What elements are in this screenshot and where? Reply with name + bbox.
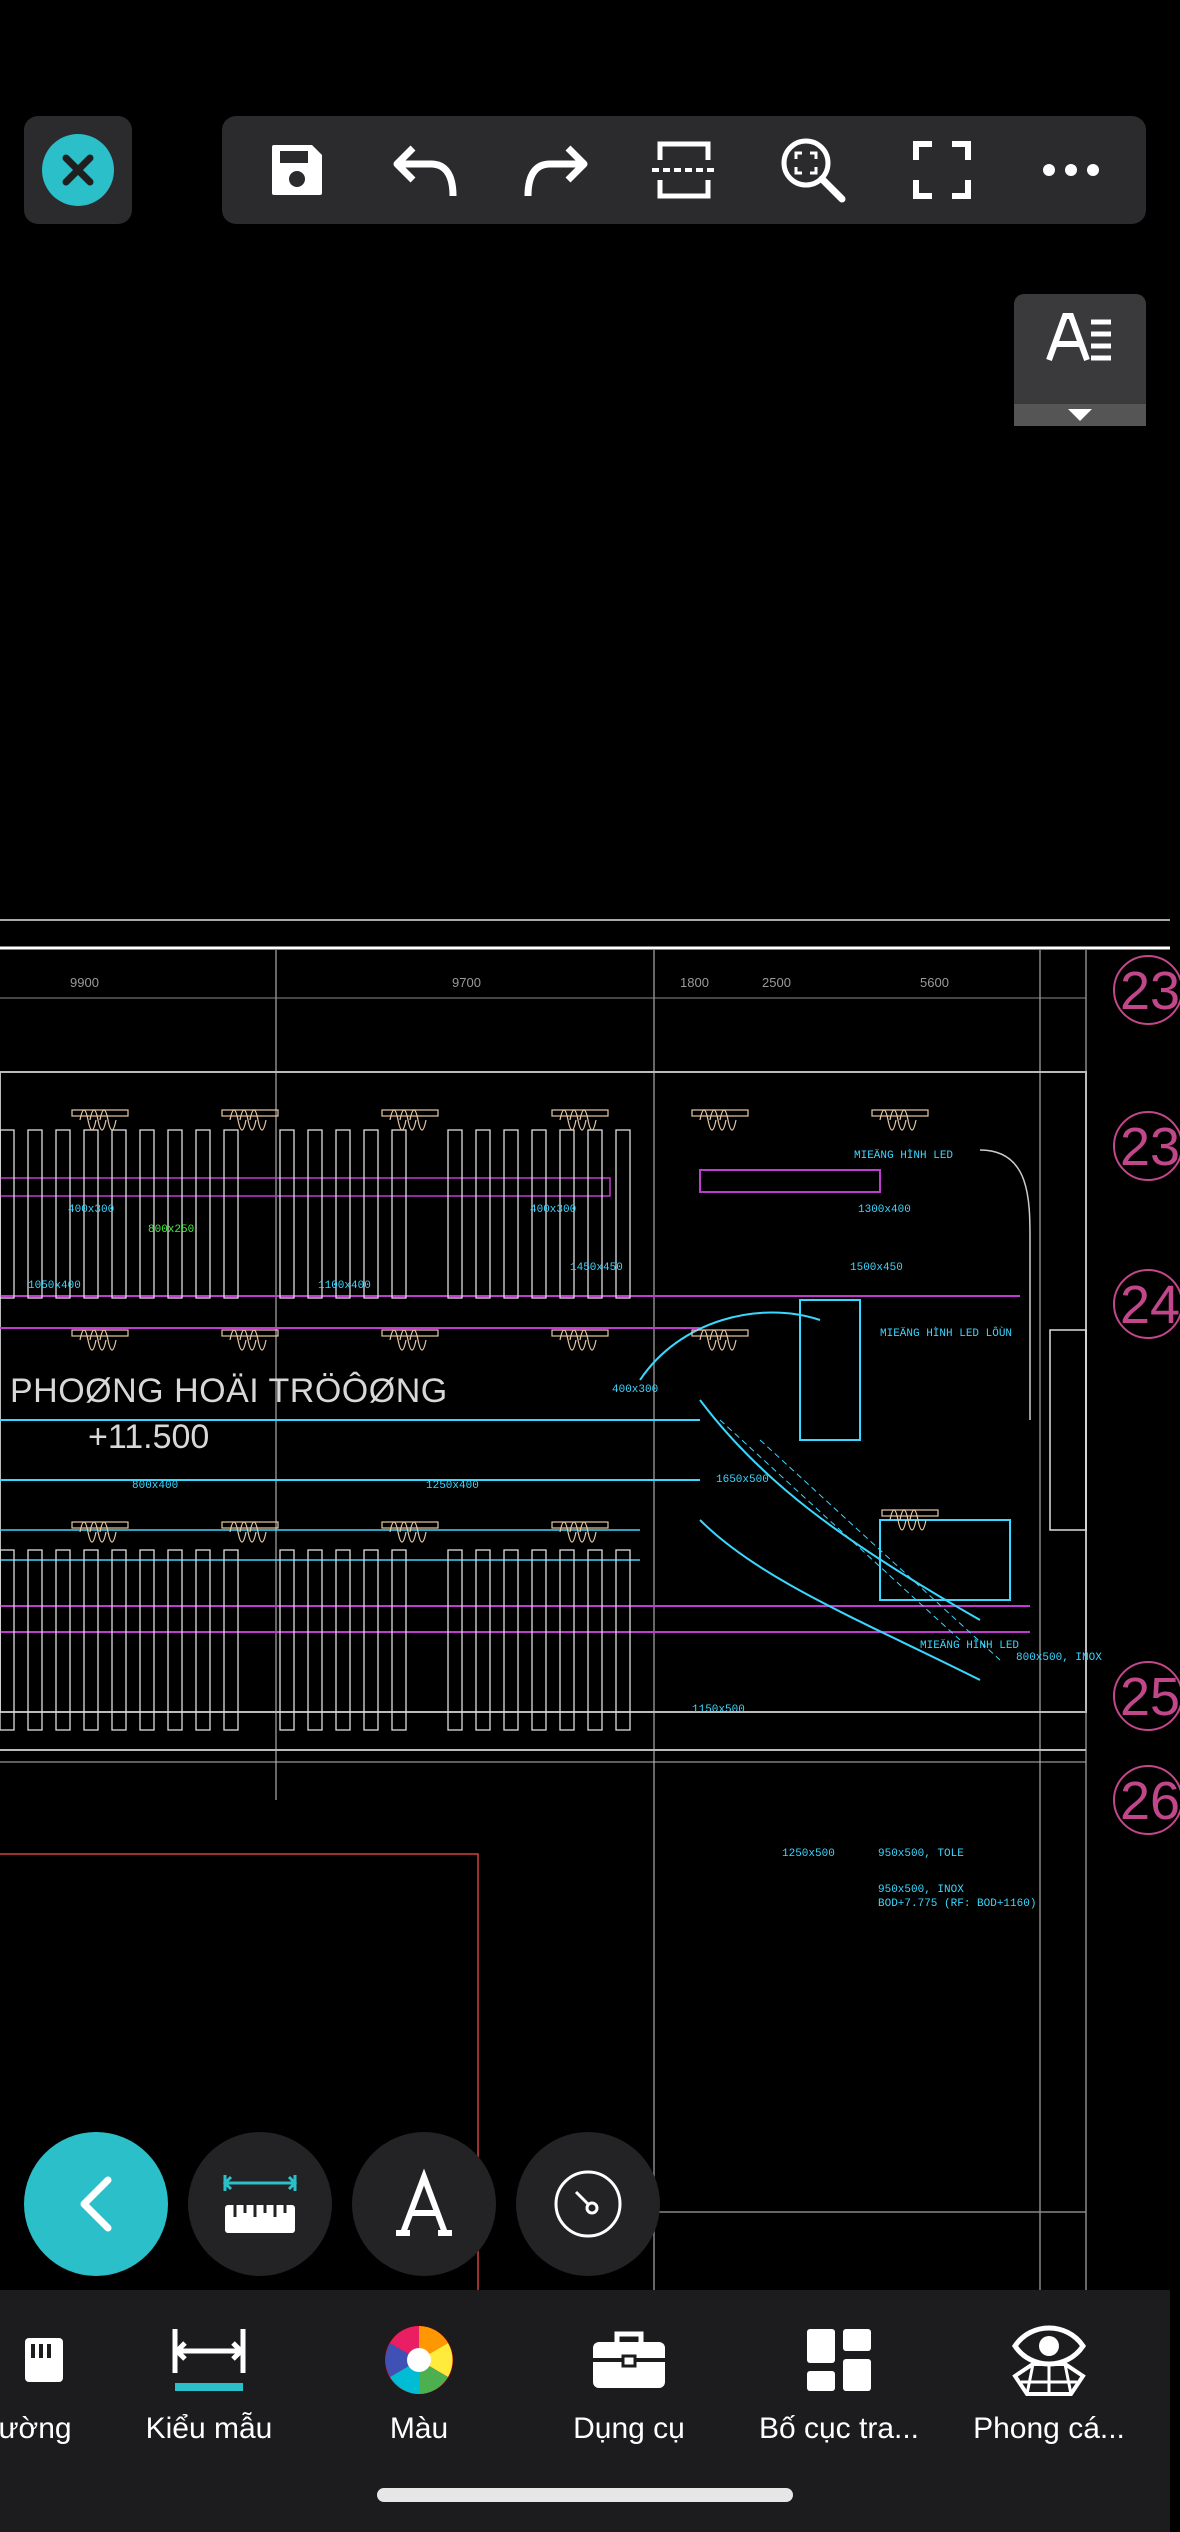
text-tool-button[interactable] [352,2132,496,2276]
duct-label: 1100x400 [318,1280,371,1292]
tab-dimension-style[interactable]: Kiểu mẫu [104,2318,314,2446]
duct-label: BOD+7.775 (RF: BOD+1160) [878,1898,1037,1910]
duct-label: 950x500, INOX [878,1884,964,1896]
eye-view-icon [1011,2325,1087,2396]
layout-icon [807,2329,871,2391]
chevron-down-icon [1014,404,1146,426]
tab-view-style[interactable]: Phong cá... [944,2318,1154,2446]
home-indicator [377,2488,793,2502]
undo-button[interactable] [378,122,474,218]
grid-label: 26 [1120,1771,1180,1831]
duct-label: 400x300 [68,1204,115,1216]
dimension-label: 9700 [452,975,481,990]
fullscreen-icon [913,141,972,199]
fullscreen-button[interactable] [894,122,990,218]
color-wheel-icon [385,2326,453,2394]
duct-label: 1150x500 [692,1704,745,1716]
tab-label: Bố cục tra... [758,2412,920,2445]
dimension-style-icon [172,2329,246,2391]
dimension-label: 1800 [680,975,709,990]
save-button[interactable] [249,122,345,218]
duct-label: 1300x400 [858,1204,911,1216]
duct-label: 1650x500 [716,1474,769,1486]
tab-wall[interactable]: ường [0,2318,140,2446]
tab-label: Kiểu mẫu [145,2412,273,2445]
tab-layout[interactable]: Bố cục tra... [734,2318,944,2446]
tab-tools[interactable]: Dụng cụ [524,2318,734,2446]
tab-color[interactable]: Màu [314,2318,524,2446]
close-icon [42,134,114,206]
back-button[interactable] [24,2132,168,2276]
duct-label: 1050x400 [28,1280,81,1292]
duct-label: 400x300 [612,1384,659,1396]
redo-icon [524,145,588,197]
clock-button[interactable] [516,2132,660,2276]
section-button[interactable] [636,122,732,218]
duct-label: 800x400 [132,1480,179,1492]
wall-icon [25,2338,63,2382]
duct-label: 400x300 [530,1204,577,1216]
clock-icon [554,2170,622,2238]
measure-button[interactable] [188,2132,332,2276]
duct-label: 950x500, TOLE [878,1848,964,1860]
grid-label: 24 [1120,1275,1180,1335]
tab-label: Màu [389,2412,449,2445]
screen-label: MIEÄNG HÌNH LED [854,1150,954,1162]
screen-label: MIEÄNG HÌNH LED LÔÙN [880,1328,1013,1340]
duct-label: 1250x400 [426,1480,479,1492]
dimension-label: 5600 [920,975,949,990]
duct-label: 1500x450 [850,1262,903,1274]
top-toolbar [222,116,1146,224]
grid-label: 23 [1120,1117,1180,1177]
duct-label: 1450x450 [570,1262,623,1274]
floating-tools [24,2132,660,2276]
level-label: +11.500 [88,1418,210,1456]
screen-label: MIEÄNG HÌNH LED [920,1640,1020,1652]
tab-label: Phong cá... [973,2412,1125,2445]
tab-label: Dụng cụ [573,2412,685,2445]
tab-label: ường [0,2412,72,2445]
grid-label: 25 [1120,1667,1180,1727]
text-style-icon [1014,312,1146,377]
zoom-extents-icon [781,138,846,203]
duct-label: 800x250 [148,1224,195,1236]
cad-drawing[interactable] [0,919,1180,2292]
back-icon [80,2176,112,2232]
measure-icon [222,2175,298,2233]
zoom-extents-button[interactable] [765,122,861,218]
toolbox-icon [593,2331,665,2388]
more-button[interactable] [1023,122,1119,218]
save-icon [271,145,322,195]
duct-label: 800x500, INOX [1016,1652,1102,1664]
more-icon [1043,164,1100,176]
grid-label: 23 [1120,961,1180,1021]
text-tool-icon [396,2168,452,2236]
section-icon [651,141,716,199]
undo-icon [393,145,457,197]
duct-label: 1250x500 [782,1848,835,1860]
redo-button[interactable] [507,122,603,218]
close-button[interactable] [24,116,132,224]
dimension-label: 9900 [70,975,99,990]
room-name-label: PHOØNG HOÄI TRÖÔØNG [10,1372,448,1410]
dimension-label: 2500 [762,975,791,990]
text-display-toggle[interactable] [1014,294,1146,426]
